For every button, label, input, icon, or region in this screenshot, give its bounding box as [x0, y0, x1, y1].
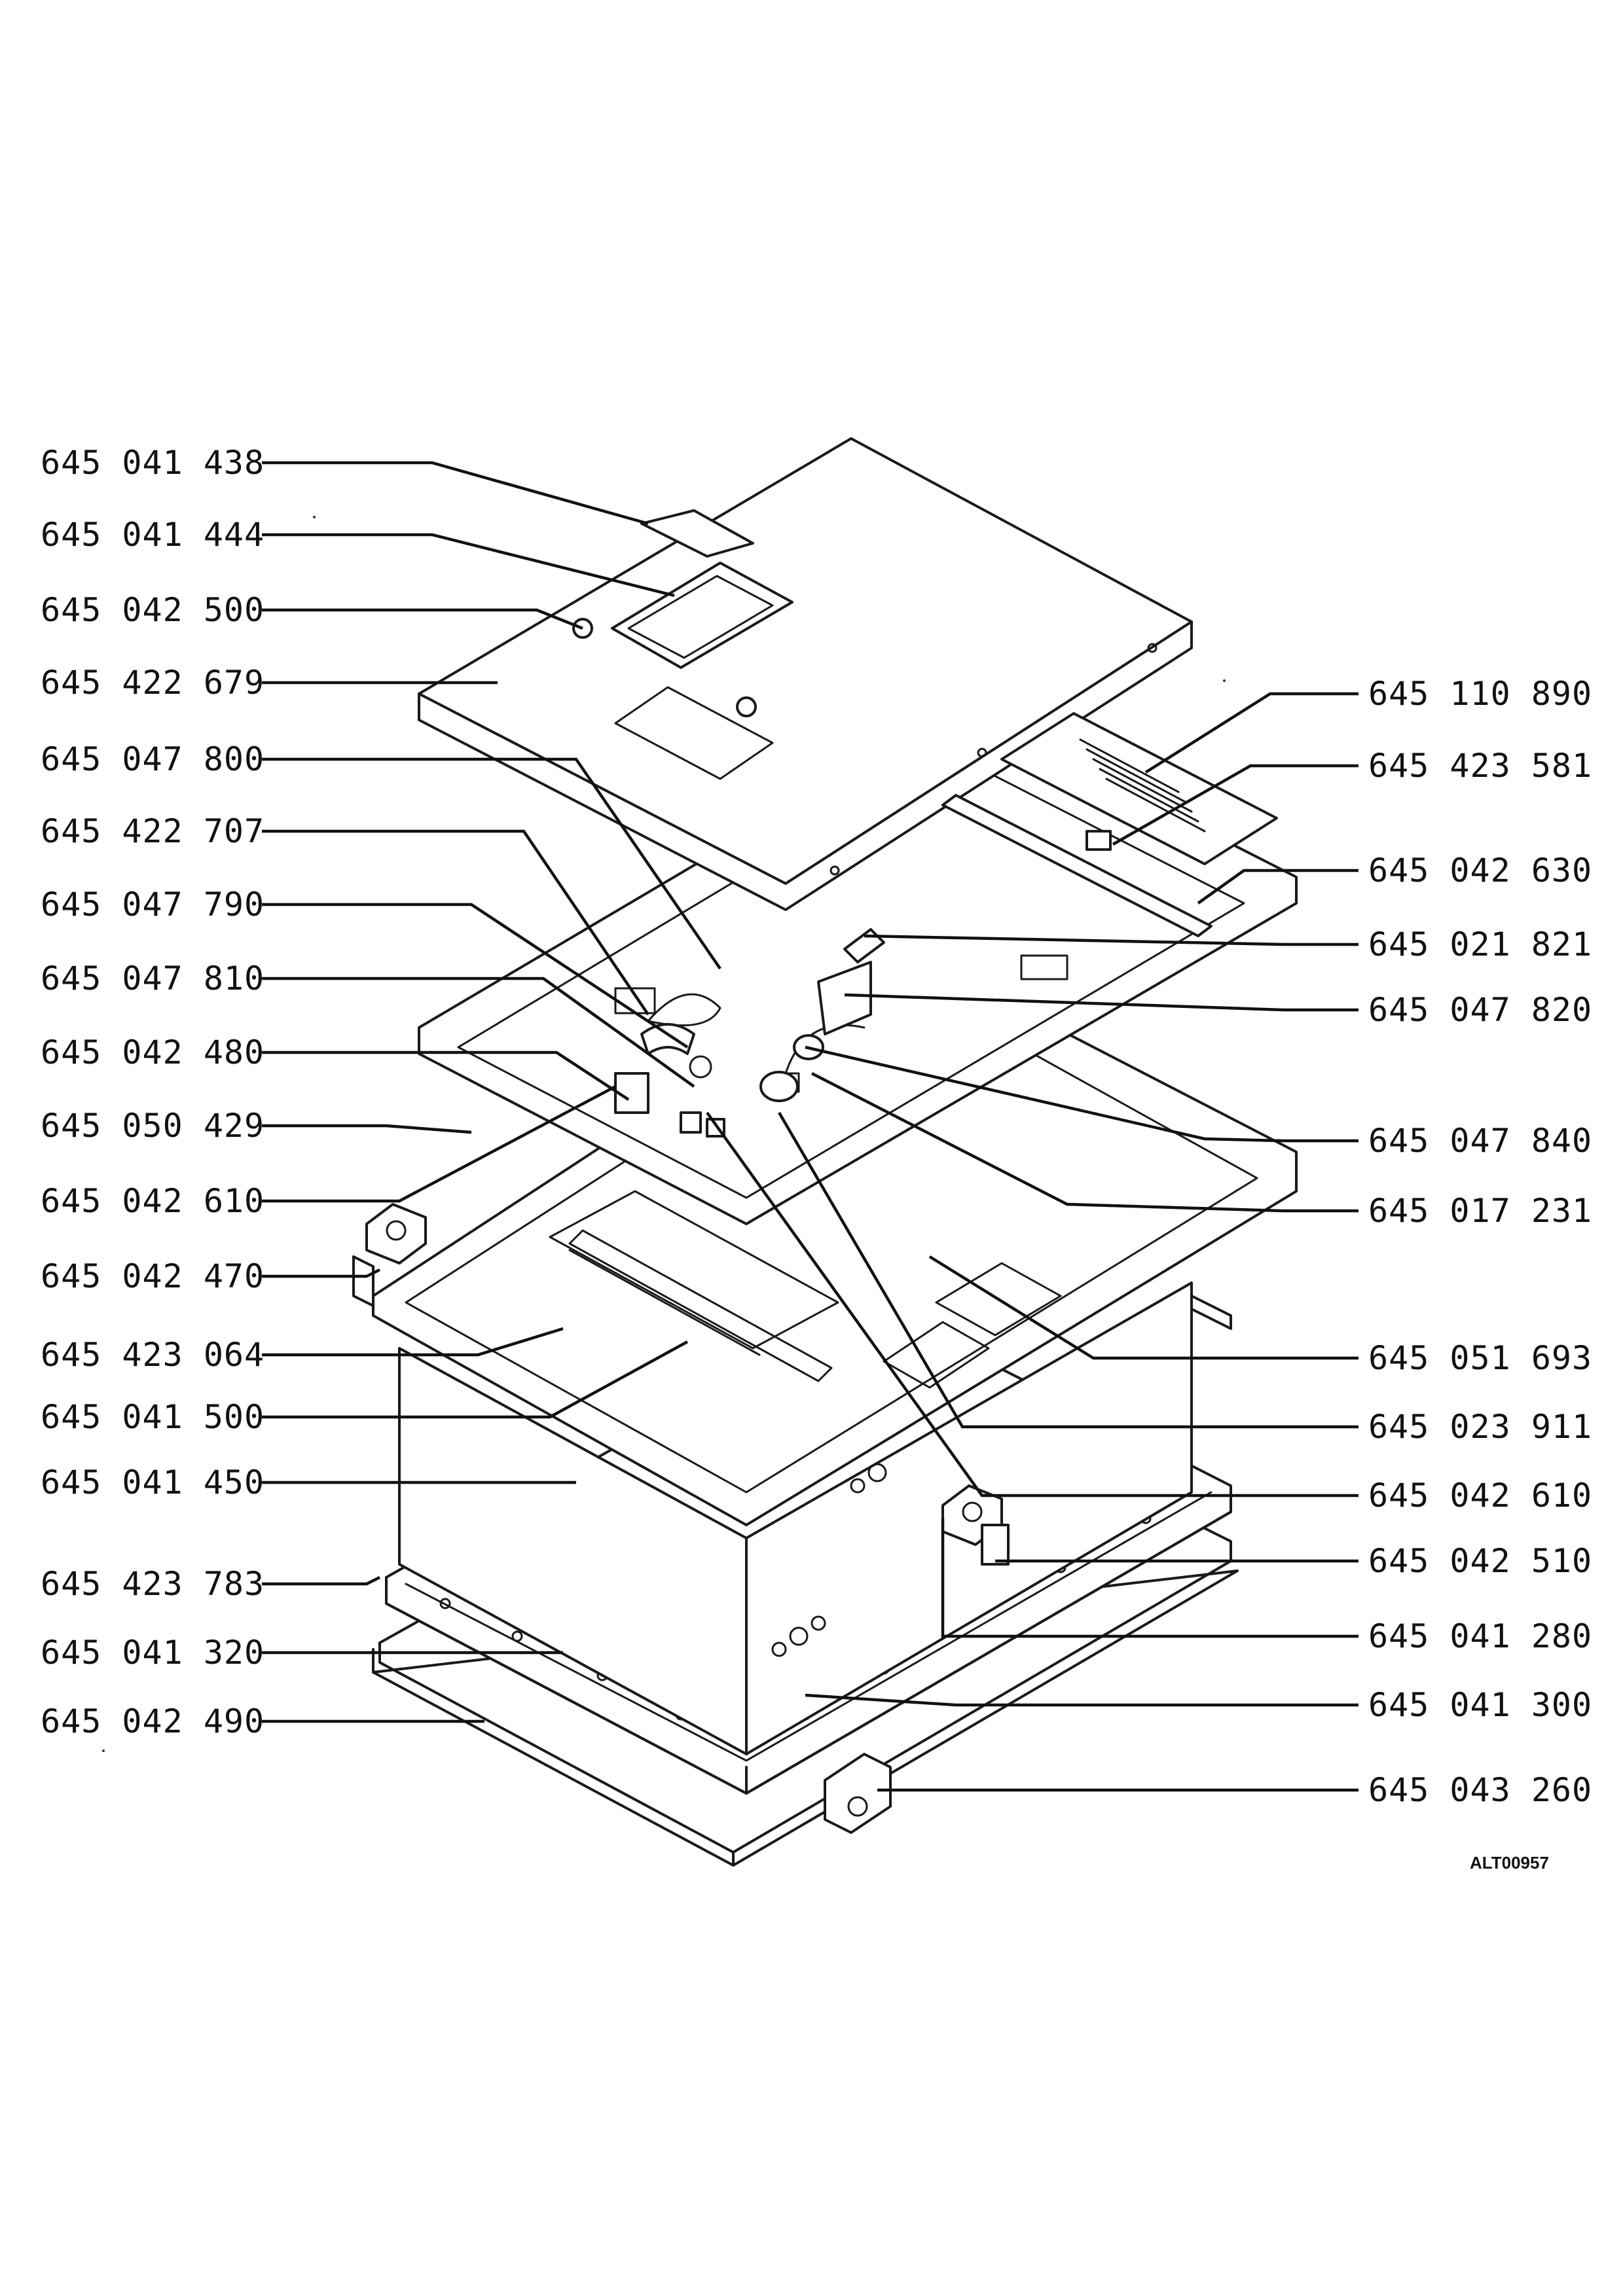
drawing-code: ALT00957: [1470, 1853, 1549, 1873]
callout-left-4: 645 422 679: [41, 664, 264, 702]
callout-right-12: 645 041 280: [1368, 1617, 1592, 1655]
side-latches: [352, 1203, 1232, 1834]
callout-left-10: 645 050 429: [41, 1107, 264, 1145]
callout-left-6: 645 422 707: [41, 812, 264, 850]
callout-left-3: 645 042 500: [41, 591, 264, 629]
callout-left-17: 645 041 320: [41, 1634, 264, 1672]
callout-right-10: 645 042 610: [1368, 1477, 1592, 1515]
callout-right-11: 645 042 510: [1368, 1542, 1592, 1580]
callout-left-2: 645 041 444: [41, 516, 264, 554]
leader-lines: [262, 461, 1359, 1792]
callout-right-1: 645 110 890: [1368, 675, 1592, 713]
assembly-drawing: [352, 437, 1298, 1867]
callout-right-6: 645 047 840: [1368, 1122, 1592, 1160]
callout-right-14: 645 043 260: [1368, 1771, 1592, 1809]
callout-left-16: 645 423 783: [41, 1565, 264, 1603]
callouts-right: 645 110 890 645 423 581 645 042 630 645 …: [1368, 675, 1592, 1809]
callout-left-8: 645 047 810: [41, 960, 264, 997]
callout-left-9: 645 042 480: [41, 1033, 264, 1071]
callout-left-12: 645 042 470: [41, 1257, 264, 1295]
callout-left-13: 645 423 064: [41, 1336, 264, 1374]
callout-left-11: 645 042 610: [41, 1182, 264, 1220]
callout-left-14: 645 041 500: [41, 1398, 264, 1436]
callout-left-1: 645 041 438: [41, 444, 264, 482]
callout-left-5: 645 047 800: [41, 740, 264, 778]
callout-right-8: 645 051 693: [1368, 1339, 1592, 1377]
callout-right-13: 645 041 300: [1368, 1686, 1592, 1724]
callout-right-4: 645 021 821: [1368, 925, 1592, 963]
callout-right-9: 645 023 911: [1368, 1408, 1592, 1446]
lid: [418, 437, 1193, 911]
scan-specks: [102, 516, 1226, 1752]
callout-right-2: 645 423 581: [1368, 747, 1592, 785]
callout-right-3: 645 042 630: [1368, 852, 1592, 889]
callout-right-7: 645 017 231: [1368, 1192, 1592, 1230]
callouts-left: 645 041 438 645 041 444 645 042 500 645 …: [41, 444, 264, 1740]
callout-left-7: 645 047 790: [41, 886, 264, 924]
callout-right-5: 645 047 820: [1368, 991, 1592, 1029]
callout-left-18: 645 042 490: [41, 1702, 264, 1740]
callout-left-15: 645 041 450: [41, 1463, 264, 1501]
